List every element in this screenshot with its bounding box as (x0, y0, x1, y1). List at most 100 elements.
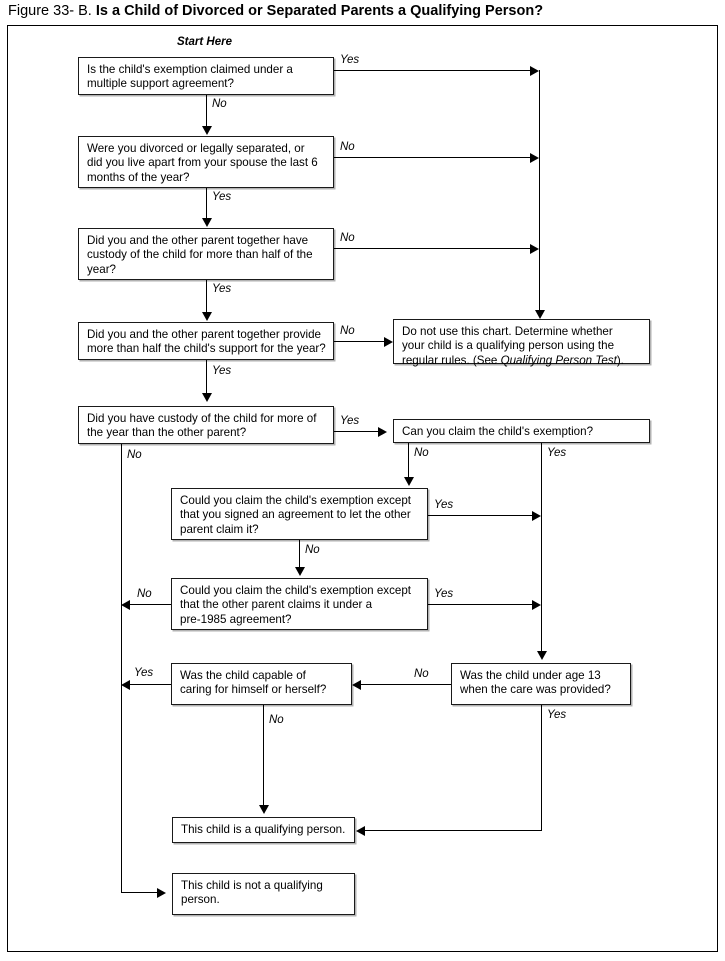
node-q9-line-0: Was the child capable of (180, 669, 306, 682)
edge-q7-yes (428, 515, 532, 516)
arrow-q9-no (258, 805, 269, 814)
edge-q2-yes (206, 188, 207, 220)
outcome-regular-line-1: your child is a qualifying person using … (402, 339, 615, 353)
node-outcome-qualifying[interactable]: This child is a qualifying person. (172, 817, 355, 843)
edge-label-q5-yes: Yes (340, 415, 360, 427)
edge-label-q10-no: No (414, 668, 429, 680)
node-q7[interactable]: Could you claim the child's exemption ex… (171, 488, 428, 540)
node-q8-line-1: that the other parent claims it under a (180, 598, 373, 612)
node-q1-line-0: Is the child's exemption claimed under a (87, 63, 293, 76)
node-q1-line-1: multiple support agreement? (87, 77, 234, 91)
qualifying-person-test-ref: Qualifying Person Test (500, 353, 617, 367)
connector-right-trunk (539, 70, 540, 315)
edge-left-trunk-to-out-no (121, 892, 157, 893)
node-q3-line-1: custody of the child for more than half … (87, 248, 313, 262)
arrow-q2-yes (201, 218, 212, 227)
edge-q4-yes (206, 360, 207, 395)
outcome-yes-line-0: This child is a qualifying person. (181, 823, 346, 836)
arrow-q6-no (403, 477, 414, 486)
node-q3-line-0: Did you and the other parent together ha… (87, 234, 309, 247)
edge-label-q7-yes: Yes (434, 499, 454, 511)
arrow-into-do-not-use (534, 310, 545, 319)
node-q9-line-1: caring for himself or herself? (180, 683, 327, 697)
node-do-not-use-chart[interactable]: Do not use this chart. Determine whether… (393, 319, 650, 367)
edge-q4-no (334, 341, 384, 342)
edge-label-q6-no: No (414, 447, 429, 459)
node-q2-line-1: did you live apart from your spouse the … (87, 156, 318, 170)
node-q4-line-1: more than half the child's support for t… (87, 342, 326, 356)
arrow-into-out-yes-right (356, 825, 365, 836)
node-q4[interactable]: Did you and the other parent together pr… (78, 322, 334, 360)
node-q7-line-0: Could you claim the child's exemption ex… (180, 494, 411, 507)
edge-q10-yes-vert (541, 705, 542, 830)
node-q5-line-1: the year than the other parent? (87, 426, 247, 440)
edge-q1-yes (334, 70, 530, 71)
edge-label-q9-no: No (269, 714, 284, 726)
edge-label-q7-no: No (305, 544, 320, 556)
edge-label-q9-yes: Yes (134, 667, 154, 679)
edge-label-q2-yes: Yes (212, 191, 232, 203)
node-q8-line-0: Could you claim the child's exemption ex… (180, 584, 411, 597)
node-q10[interactable]: Was the child under age 13 when the care… (451, 663, 631, 705)
edge-label-q4-no: No (340, 325, 355, 337)
node-q6[interactable]: Can you claim the child's exemption? (393, 419, 650, 443)
node-q7-line-2: parent claim it? (180, 522, 259, 536)
arrow-q5-yes (378, 426, 387, 437)
node-q10-line-1: when the care was provided? (460, 683, 611, 697)
figure-heading: Is a Child of Divorced or Separated Pare… (95, 3, 544, 19)
edge-q8-no (130, 604, 171, 605)
edge-q9-yes (130, 684, 171, 685)
edge-q6-no (408, 443, 409, 479)
edge-label-q8-yes: Yes (434, 588, 454, 600)
edge-q7-no (299, 540, 300, 568)
node-q3[interactable]: Did you and the other parent together ha… (78, 228, 334, 280)
node-q4-line-0: Did you and the other parent together pr… (87, 328, 321, 341)
edge-label-q3-no: No (340, 232, 355, 244)
node-q2[interactable]: Were you divorced or legally separated, … (78, 136, 334, 188)
node-q5[interactable]: Did you have custody of the child for mo… (78, 406, 334, 444)
node-q6-line-0: Can you claim the child's exemption? (402, 425, 594, 438)
node-q9[interactable]: Was the child capable of caring for hims… (171, 663, 352, 705)
edge-q9-no (263, 705, 264, 806)
edge-q10-no (361, 684, 451, 685)
edge-q6-yes-trunk (541, 443, 542, 654)
arrow-q3-yes (201, 312, 212, 321)
figure-number: Figure 33- B. (8, 3, 92, 19)
outcome-regular-line-2: regular rules. (See Qualifying Person Te… (402, 353, 624, 367)
arrow-q8-no (121, 599, 130, 610)
arrow-q4-no (384, 336, 393, 347)
edge-q10-yes-horiz (365, 830, 542, 831)
edge-q1-no (206, 95, 207, 128)
edge-label-q6-yes: Yes (547, 447, 567, 459)
edge-label-q1-yes: Yes (340, 54, 360, 66)
start-here-label: Start Here (177, 36, 232, 48)
node-q2-line-2: months of the year? (87, 170, 190, 184)
arrow-q7-no (294, 567, 305, 576)
node-q7-line-1: that you signed an agreement to let the … (180, 508, 411, 522)
arrow-q1-no (201, 126, 212, 135)
arrow-into-q10 (536, 651, 547, 660)
outcome-no-line-0: This child is not a qualifying (181, 879, 323, 892)
edge-label-q1-no: No (212, 98, 227, 110)
page-title: Figure 33- B. Is a Child of Divorced or … (8, 2, 718, 20)
arrow-into-out-no (157, 887, 166, 898)
arrow-q4-yes (201, 393, 212, 402)
edge-q3-yes (206, 280, 207, 314)
arrow-q1-yes (530, 65, 539, 76)
edge-label-q3-yes: Yes (212, 283, 232, 295)
edge-label-q5-no: No (127, 449, 142, 461)
node-q1[interactable]: Is the child's exemption claimed under a… (78, 57, 334, 95)
arrow-q8-yes (532, 599, 541, 610)
node-q3-line-2: year? (87, 262, 117, 276)
node-q8-line-2: pre-1985 agreement? (180, 612, 292, 626)
arrow-q3-no (530, 243, 539, 254)
arrow-q9-yes (121, 679, 130, 690)
node-q10-line-0: Was the child under age 13 (460, 669, 601, 682)
outcome-no-line-1: person. (181, 893, 220, 907)
arrow-q2-no (530, 152, 539, 163)
node-outcome-not-qualifying[interactable]: This child is not a qualifying person. (172, 873, 355, 915)
edge-q8-yes (428, 604, 532, 605)
edge-label-q2-no: No (340, 141, 355, 153)
node-q8[interactable]: Could you claim the child's exemption ex… (171, 578, 428, 630)
